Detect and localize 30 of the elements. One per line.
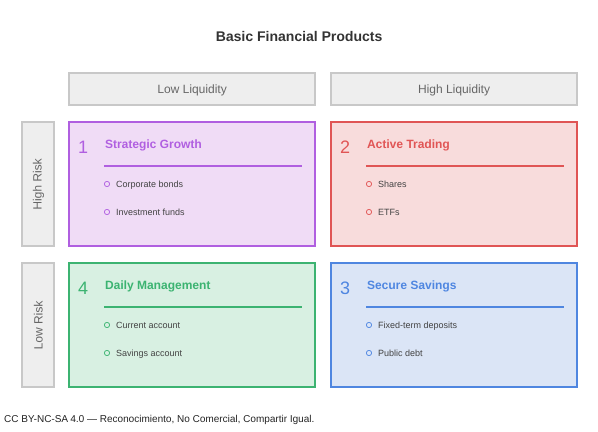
list-item: Corporate bonds [116, 179, 184, 189]
quadrant-box [68, 262, 316, 388]
row-header [21, 121, 55, 247]
quadrant-heading: Active Trading [367, 137, 450, 151]
column-header [330, 72, 578, 106]
quadrant-box [68, 121, 316, 247]
quadrant-box [330, 121, 578, 247]
list-item: Fixed-term deposits [378, 320, 458, 330]
list-item: Investment funds [116, 207, 185, 217]
list-item: Shares [378, 179, 407, 189]
axis-label: Low Liquidity [157, 82, 227, 96]
list-item: Current account [116, 320, 180, 330]
quadrant-number: 2 [340, 137, 350, 158]
caption: CC BY-NC-SA 4.0 — Reconocimiento, No Comercial, Compartir Igual. [4, 414, 314, 425]
quadrant-heading: Daily Management [105, 278, 210, 292]
list-item: Savings account [116, 348, 182, 358]
axis-label: High Liquidity [418, 82, 490, 96]
list-item: Public debt [378, 348, 423, 358]
quadrant-box [330, 262, 578, 388]
quadrant-heading: Strategic Growth [105, 137, 202, 151]
axis-label: Low Risk [31, 300, 45, 350]
title: Basic Financial Products [214, 28, 384, 44]
axis-label: High Risk [31, 158, 45, 210]
quadrant-heading: Secure Savings [367, 278, 456, 292]
quadrant-number: 1 [78, 137, 88, 158]
list-item: ETFs [378, 207, 400, 217]
quadrant-number: 4 [78, 278, 88, 299]
row-header [21, 262, 55, 388]
quadrant-number: 3 [340, 278, 350, 299]
column-header [68, 72, 316, 106]
